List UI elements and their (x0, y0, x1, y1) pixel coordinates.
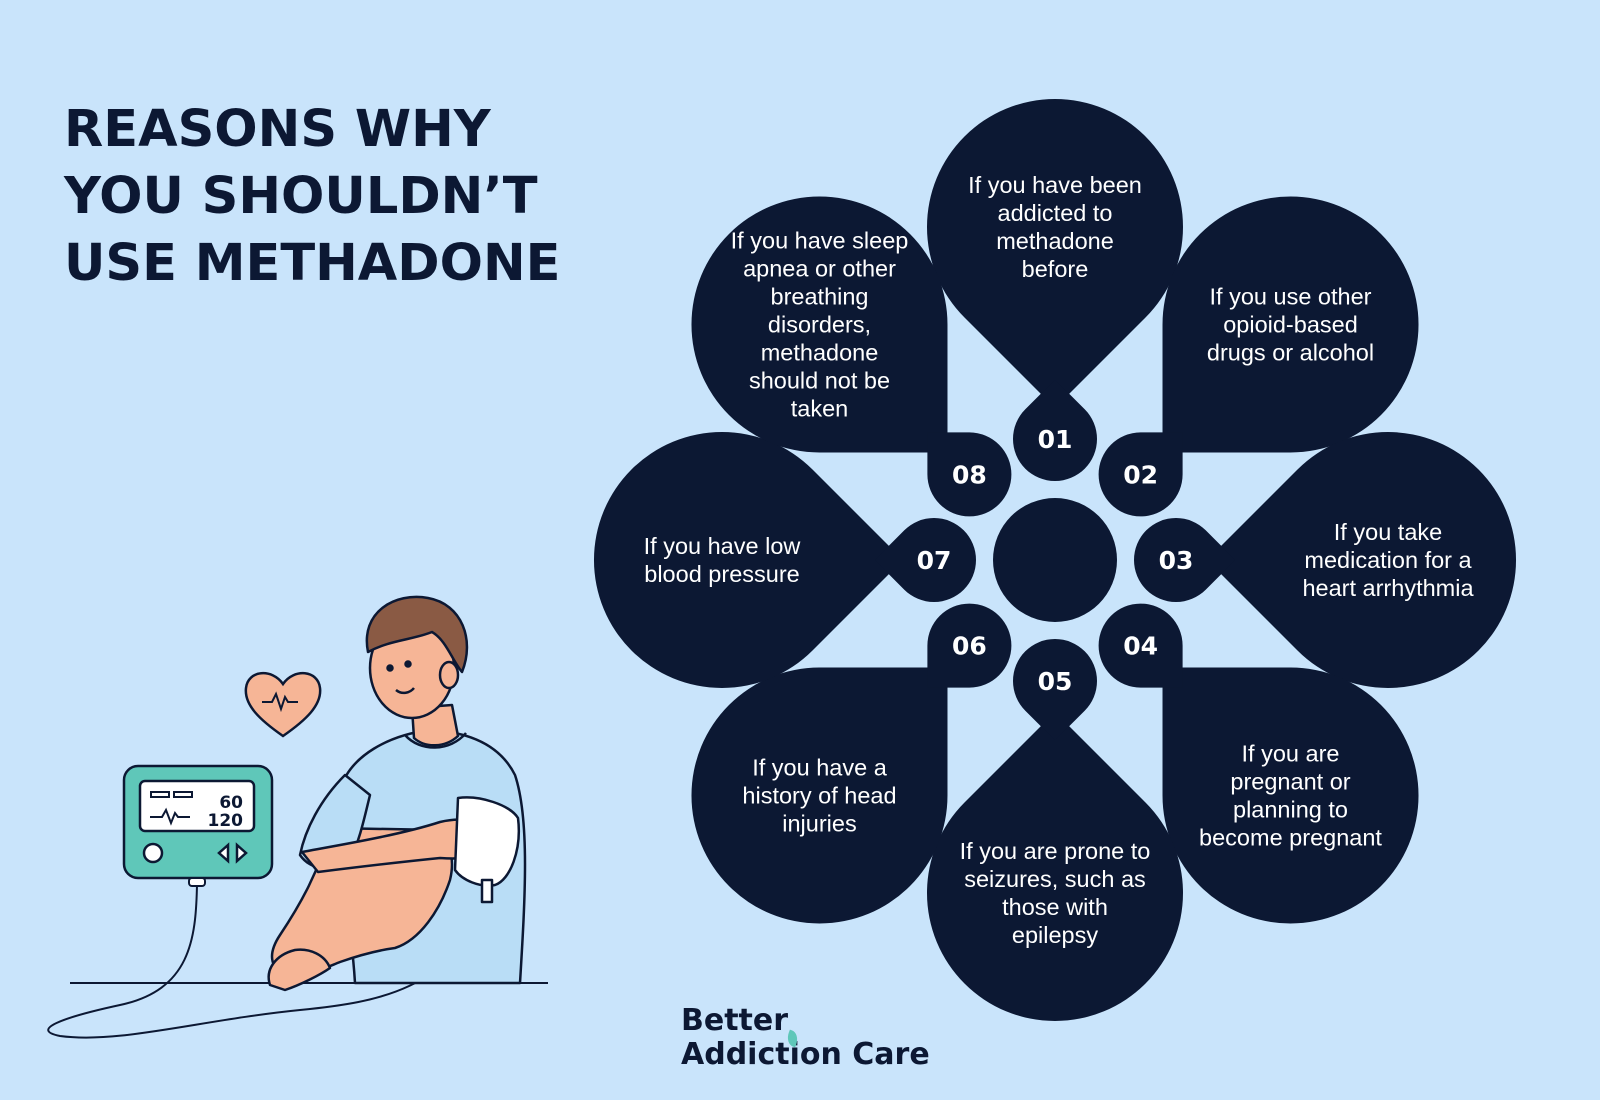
blood-pressure-monitor-icon: 60 120 (122, 764, 274, 887)
reason-number-08: 08 (952, 460, 987, 489)
brand-logo: Better Addiction Care (681, 1004, 930, 1072)
petal-06 (691, 667, 948, 924)
patient-illustration: 60 120 (47, 595, 548, 1039)
petal-03 (1207, 432, 1517, 688)
title-line-1: REASONS WHY (64, 100, 491, 159)
petal-01 (927, 98, 1183, 408)
title-line-2: YOU SHOULDN’T (64, 167, 538, 226)
petal-04 (1162, 667, 1419, 924)
monitor-cable (47, 883, 488, 1039)
number-bubble-04 (1098, 603, 1183, 688)
petal-08 (691, 196, 948, 453)
petal-02 (1162, 196, 1419, 453)
reason-number-04: 04 (1123, 632, 1158, 661)
flower-center (993, 498, 1117, 622)
number-bubble-01 (1013, 379, 1097, 481)
monitor-bottom-value: 120 (208, 811, 244, 831)
number-bubble-06 (927, 603, 1012, 688)
number-bubble-08 (927, 432, 1012, 517)
page-title: REASONS WHY YOU SHOULDN’T USE METHADONE (64, 96, 624, 297)
reason-number-05: 05 (1038, 667, 1073, 696)
reason-number-01: 01 (1038, 425, 1073, 454)
heart-pulse-icon (244, 672, 322, 738)
reason-number-07: 07 (917, 546, 952, 575)
reason-number-03: 03 (1159, 546, 1194, 575)
logo-line-1: Better (681, 1003, 789, 1038)
reason-number-02: 02 (1123, 460, 1158, 489)
reason-number-06: 06 (952, 632, 987, 661)
person-figure (267, 595, 527, 992)
logo-line-2: Addiction Care (681, 1037, 930, 1072)
petal-05 (927, 712, 1183, 1022)
number-bubble-02 (1098, 432, 1183, 517)
monitor-top-value: 60 (219, 793, 243, 813)
number-bubble-07 (874, 518, 976, 602)
petal-07 (593, 432, 903, 688)
number-bubble-03 (1134, 518, 1236, 602)
title-line-3: USE METHADONE (64, 234, 561, 293)
number-bubble-05 (1013, 639, 1097, 741)
